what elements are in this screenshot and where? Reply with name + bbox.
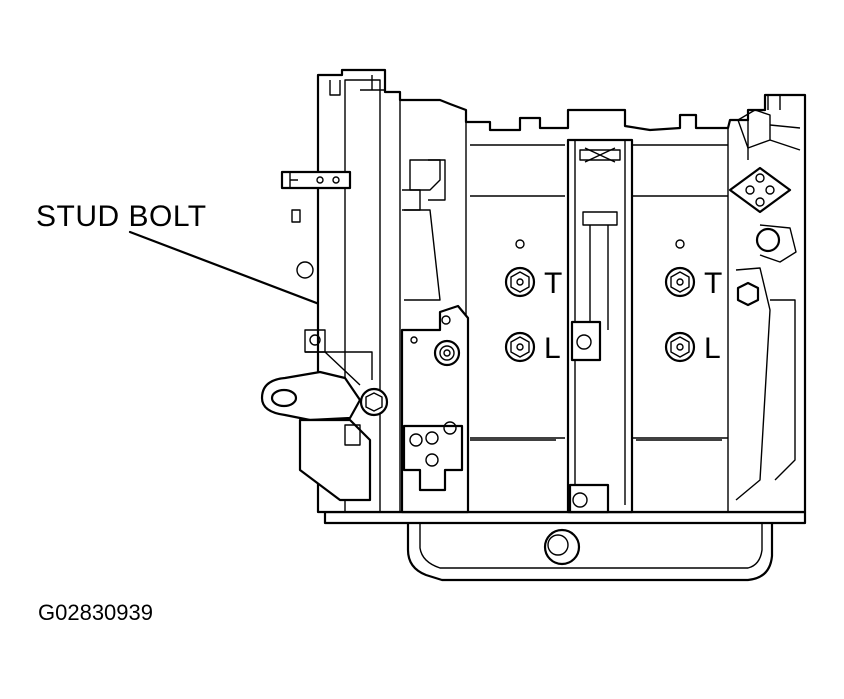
mark-l-right: L (704, 332, 721, 365)
right-side-flange (728, 95, 801, 501)
cylinder-marks-left: T L (504, 239, 562, 365)
center-slot (566, 138, 634, 514)
left-bracket (280, 170, 352, 279)
mark-l-left: L (544, 332, 561, 365)
engine-mount (260, 329, 373, 502)
upper-bracket (402, 159, 446, 211)
mount-bolt (359, 387, 389, 417)
mark-t-right: T (704, 267, 722, 300)
figure-id: G02830939 (38, 600, 153, 625)
pan-flange (323, 510, 807, 525)
oil-pan (406, 520, 774, 582)
mark-t-left: T (544, 267, 562, 300)
bolt-t-left (504, 266, 536, 298)
stud-bolt-label: STUD BOLT (36, 200, 207, 233)
stud-bolt (433, 339, 461, 367)
bolt-l-left (504, 331, 536, 363)
bolt-t-right (664, 266, 696, 298)
cylinder-marks-right: T L (664, 239, 722, 365)
bolt-l-right (664, 331, 696, 363)
